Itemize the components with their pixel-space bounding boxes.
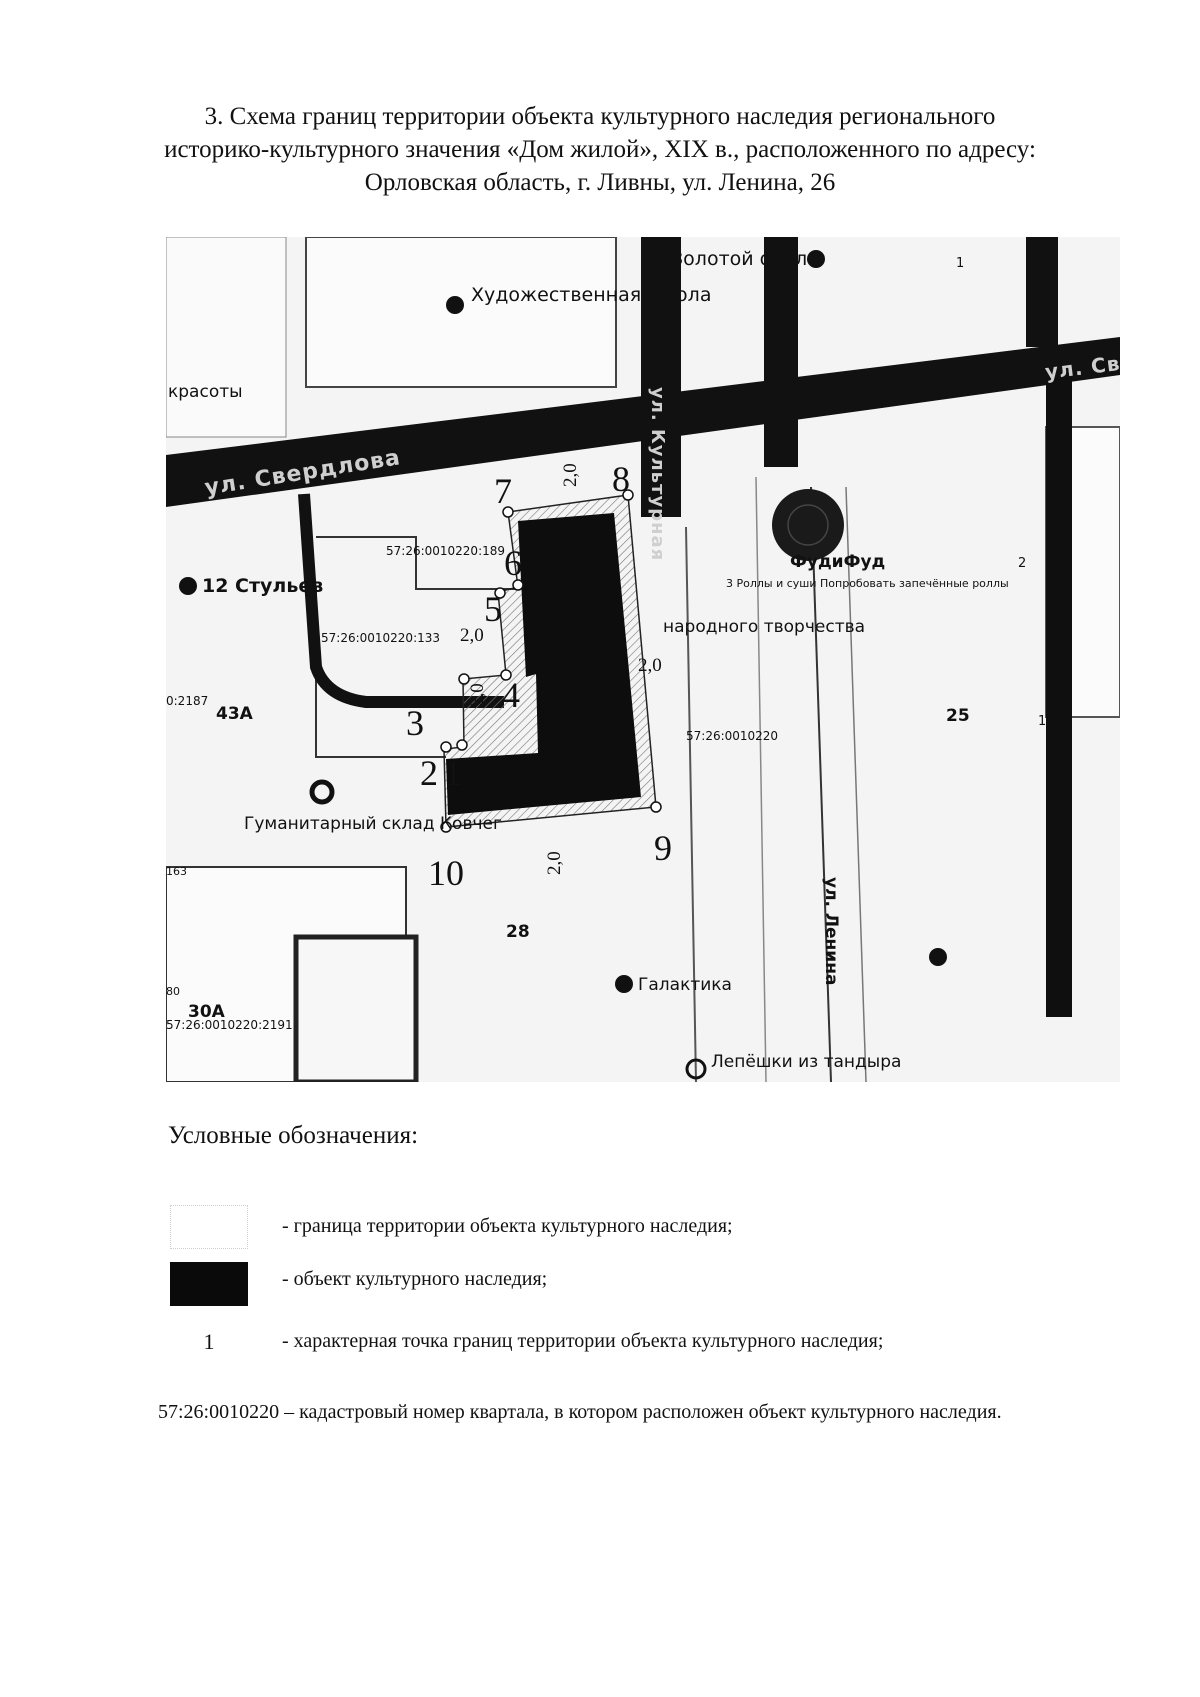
- poi-krasoty: красоты: [168, 382, 243, 402]
- legend-text-object: - объект культурного наследия;: [282, 1268, 548, 1290]
- heritage-object: [446, 513, 641, 815]
- house-30a: 30А: [188, 1002, 226, 1022]
- distance-label-3-4: 2,0: [467, 683, 488, 707]
- roundabout-inner: [787, 504, 829, 546]
- point-label-1: 1: [444, 753, 462, 793]
- block-art-school: [305, 237, 617, 388]
- street-lenina-edge-2: [755, 476, 767, 1082]
- legend-title: Условные обозначения:: [168, 1122, 419, 1149]
- house-1-top: 1: [956, 256, 964, 271]
- cadastral-2187: 0:2187: [166, 694, 208, 708]
- cadastral-80: 80: [166, 985, 180, 998]
- distance-label-7-8: 2,0: [560, 463, 581, 487]
- stulev-icon: [179, 577, 197, 595]
- cadastral-133: 57:26:0010220:133: [321, 631, 440, 645]
- point-label-7: 7: [494, 471, 512, 511]
- house-43a: 43А: [216, 704, 254, 724]
- parcel-133-outline: [315, 587, 446, 758]
- cadastral-189: 57:26:0010220:189: [386, 544, 505, 558]
- street-lenina-edge-3: [810, 486, 832, 1082]
- poi-stulev: 12 Стульев: [202, 575, 323, 597]
- fudifud-marker: [772, 489, 844, 561]
- page-title: 3. Схема границ территории объекта культ…: [164, 103, 1036, 196]
- poi-fudifud: ФудиФуд: [790, 552, 885, 572]
- street-vertical-2: [764, 237, 798, 467]
- zolotoy-orel-icon: [807, 250, 825, 268]
- star-icon: [929, 948, 947, 966]
- legend-text-point: - характерная точка границ территории об…: [282, 1330, 884, 1352]
- poi-zolotoy-orel: Золотой орёл: [671, 248, 807, 270]
- legend-text-boundary: - граница территории объекта культурного…: [282, 1215, 733, 1237]
- legend-swatch-point: 1: [203, 1329, 215, 1354]
- block-top-left: [166, 237, 287, 438]
- point-label-9: 9: [654, 828, 672, 868]
- gumanitarny-icon: [309, 779, 335, 805]
- poi-galaktika: Галактика: [638, 975, 732, 995]
- distance-label-4-5: 2,0: [460, 625, 484, 646]
- legend-swatch-object: [170, 1262, 248, 1306]
- point-label-6: 6: [504, 543, 522, 583]
- street-lenina-edge-4: [845, 486, 867, 1082]
- street-lenina-edge-1: [685, 526, 697, 1082]
- street-kulturnaya: [641, 237, 681, 517]
- point-label-5: 5: [484, 589, 502, 629]
- house-28: 28: [506, 922, 530, 942]
- galaktika-icon: [615, 975, 633, 993]
- distance-label-8-9: 2,0: [638, 655, 662, 676]
- map-scheme: 2 1 3 4 5 6 7 8 9 10 2,0 2,0 2,0 2,0 2,0…: [166, 237, 1120, 1082]
- point-label-8: 8: [612, 459, 630, 499]
- house-1-right: 1: [1038, 714, 1046, 729]
- point-label-10: 10: [428, 853, 464, 893]
- inner-road: [298, 493, 504, 708]
- poi-art-school: Художественная школа: [471, 284, 711, 306]
- map-canvas: 2 1 3 4 5 6 7 8 9 10 2,0 2,0 2,0 2,0 2,0…: [166, 237, 1120, 1082]
- street-right: [1026, 237, 1058, 347]
- point-label-3: 3: [406, 703, 424, 743]
- point-label-2: 2: [420, 753, 438, 793]
- lepeshki-icon: [685, 1058, 707, 1080]
- poi-lepeshki: Лепёшки из тандыра: [711, 1052, 901, 1072]
- cadastral-2191: 57:26:0010220:2191: [166, 1018, 293, 1032]
- art-school-icon: [446, 296, 464, 314]
- poi-narodnogo: народного творчества: [663, 617, 865, 637]
- block-30a: [293, 934, 419, 1082]
- point-label-4: 4: [502, 675, 520, 715]
- house-25: 25: [946, 706, 970, 726]
- street-right-lower: [1046, 377, 1072, 1017]
- cadastral-note: 57:26:0010220 – кадастровый номер кварта…: [158, 1401, 1002, 1423]
- cadastral-163: 163: [166, 865, 187, 878]
- distance-label-9-10: 2,0: [544, 851, 565, 875]
- poi-gumanitarny: Гуманитарный склад Ковчег: [244, 814, 502, 834]
- house-2-right: 2: [1018, 556, 1026, 571]
- street-label-kulturnaya: ул. Культурная: [647, 387, 668, 561]
- legend-swatch-boundary: [170, 1205, 248, 1249]
- poi-fudifud-desc: 3 Роллы и суши Попробовать запечённые ро…: [726, 577, 1009, 590]
- cadastral-quarter: 57:26:0010220: [686, 729, 778, 743]
- parcel-189-outline: [316, 536, 516, 590]
- characteristic-points: [440, 489, 662, 833]
- street-label-lenina: ул. Ленина: [821, 877, 841, 985]
